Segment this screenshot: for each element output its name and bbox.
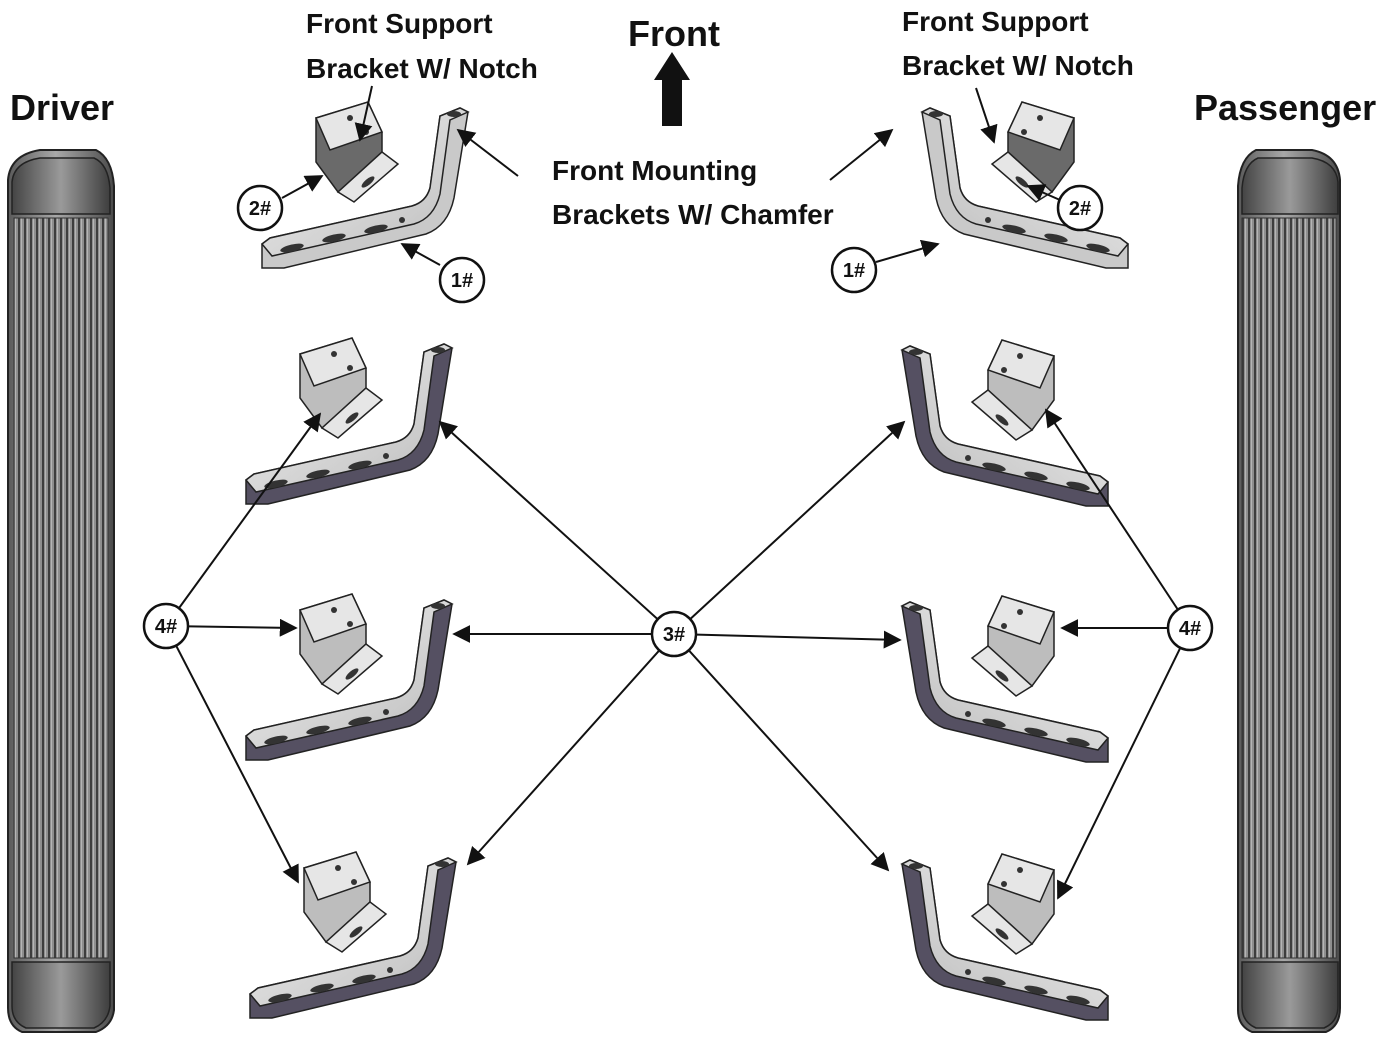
leader-4-passenger-1 [1045,408,1191,629]
callout-3-circle [650,610,698,658]
leader-front-support-left [354,85,373,142]
mounting-bracket-driver-2 [244,593,454,761]
callout-2-driver-label: 2# [249,198,271,220]
leader-1-right [875,239,940,263]
leader-front-support-right [975,87,998,144]
callout-1-passenger-label: 1# [843,260,865,282]
mounting-bracket-passenger-3 [900,853,1110,1021]
callout-3-label: 3# [663,624,685,646]
front-bracket-driver [260,101,470,269]
front-support-caption-left-line2: Bracket W/ Notch [306,53,538,84]
callout-2-driver-circle [236,184,284,232]
callout-1-passenger-circle [830,246,878,294]
leader-3-passenger-3 [673,633,890,872]
front-bracket-passenger [920,101,1130,269]
callout-group: 1# 2# 1# 2# 3# 4# 4# [142,184,1214,658]
leader-front-mounting-left [456,128,519,177]
mounting-bracket-driver-3 [248,851,458,1019]
callout-4-driver-circle [142,602,190,650]
front-mounting-caption-line2: Brackets W/ Chamfer [552,199,834,230]
leader-4-driver-1 [165,412,322,627]
callout-1-driver-circle [438,256,486,304]
front-direction-arrow [654,52,690,126]
leader-3-driver-3 [466,633,675,866]
callout-2-passenger-circle [1056,184,1104,232]
leader-2-right [1026,184,1061,201]
leader-4-driver-3 [165,625,299,884]
mounting-bracket-passenger-1 [900,339,1110,507]
callout-4-passenger-label: 4# [1179,618,1201,640]
callout-4-passenger: 4# [1166,604,1214,652]
callout-2-passenger-label: 2# [1069,198,1091,220]
callout-4-driver-label: 4# [155,616,177,638]
callout-2-passenger: 2# [1056,184,1104,232]
leader-3-passenger-1 [673,420,906,635]
front-support-caption-left-line1: Front Support [306,8,493,39]
leader-4-passenger-3 [1057,627,1191,900]
passenger-running-board [1237,149,1341,1033]
callout-2-driver: 2# [236,184,284,232]
leader-1-left [400,243,441,266]
front-support-caption-right-line1: Front Support [902,6,1089,37]
callout-4-passenger-circle [1166,604,1214,652]
passenger-label: Passenger [1194,87,1377,128]
driver-running-board [7,149,115,1033]
driver-label: Driver [10,87,115,128]
callout-3: 3# [650,610,698,658]
callout-4-driver: 4# [142,602,190,650]
bracket-group [244,101,1130,1021]
leader-3-passenger-2 [673,630,902,649]
front-support-caption-right-line2: Bracket W/ Notch [902,50,1134,81]
front-label: Front [628,13,720,54]
leader-front-mounting-right [829,128,894,181]
leader-3-driver-1 [438,420,675,635]
callout-1-passenger: 1# [830,246,878,294]
callout-1-driver: 1# [438,256,486,304]
front-mounting-caption-line1: Front Mounting [552,155,758,186]
leader-2-left [281,175,324,199]
callout-1-driver-label: 1# [451,270,473,292]
leader-lines [165,85,1191,900]
mounting-bracket-passenger-2 [900,595,1110,763]
mounting-bracket-driver-1 [244,337,454,505]
